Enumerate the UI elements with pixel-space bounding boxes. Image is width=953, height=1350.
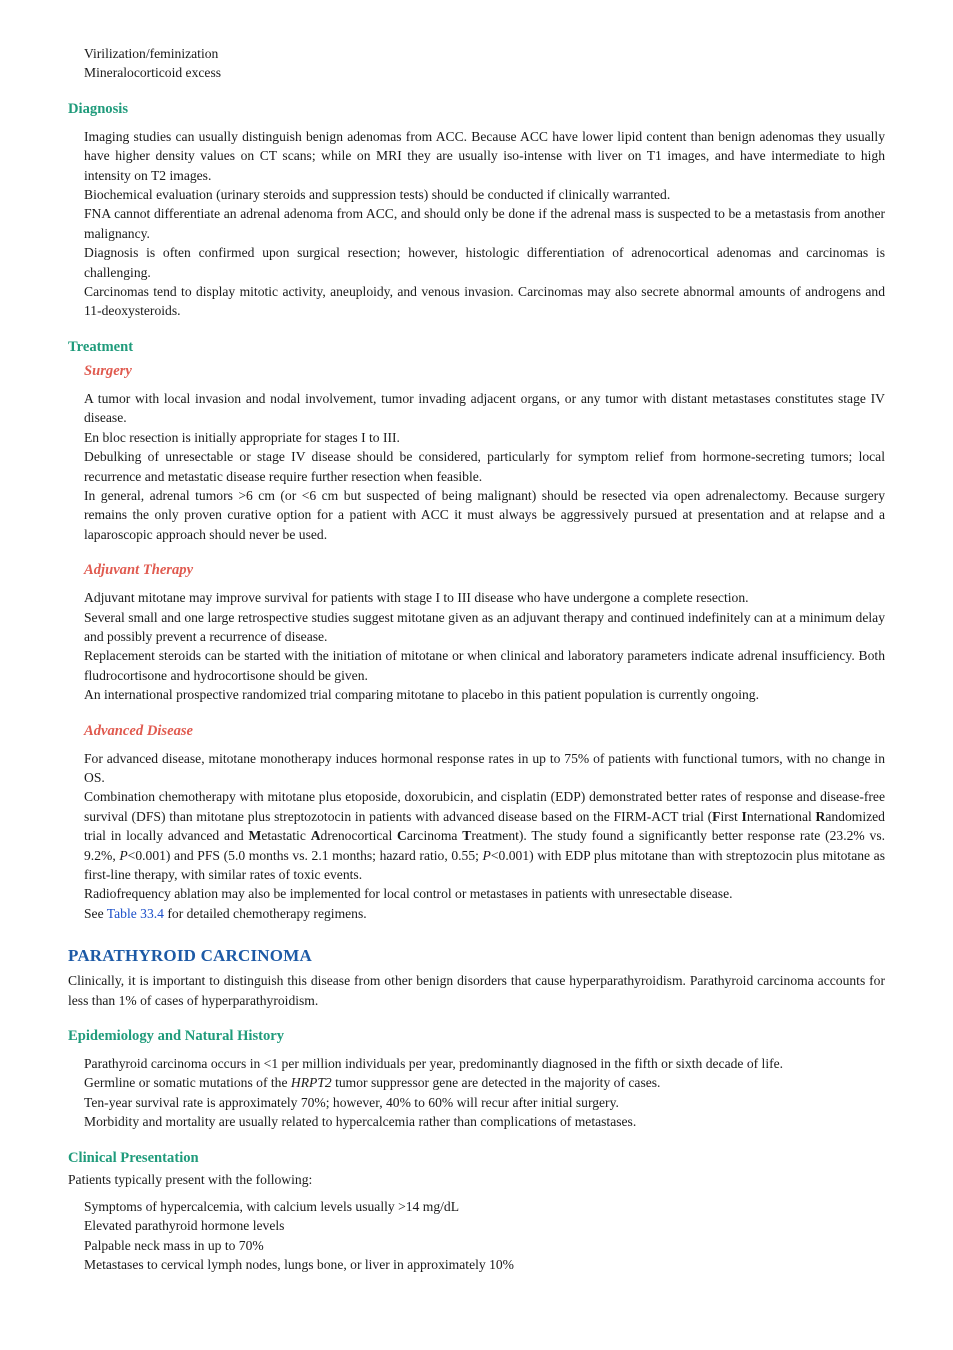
- acronym-letter: T: [462, 828, 472, 844]
- chapter-heading-parathyroid-carcinoma: PARATHYROID CARCINOMA: [68, 946, 312, 966]
- text-run: See: [84, 905, 107, 921]
- subsection-heading-surgery: Surgery: [84, 362, 132, 379]
- acronym-letter: M: [248, 828, 262, 844]
- text-run: nternational: [746, 808, 816, 824]
- list-item: Elevated parathyroid hormone levels: [84, 1218, 285, 1234]
- list-item: In general, adrenal tumors >6 cm (or <6 …: [84, 487, 885, 542]
- list-item: An international prospective randomized …: [84, 687, 759, 703]
- table-link[interactable]: Table 33.4: [106, 905, 164, 921]
- section-heading-epidemiology: Epidemiology and Natural History: [68, 1028, 285, 1045]
- list-item: Carcinomas tend to display mitotic activ…: [84, 284, 885, 319]
- list-item: Germline or somatic mutations of the HRP…: [68, 1073, 885, 1092]
- list-item: Mineralocorticoid excess: [84, 65, 222, 81]
- text-run: arcinoma: [406, 828, 463, 844]
- intro-paragraph: Clinically, it is important to distingui…: [68, 973, 885, 1008]
- list-item: Combination chemotherapy with mitotane p…: [68, 787, 885, 884]
- subsection-heading-adjuvant-therapy: Adjuvant Therapy: [84, 562, 194, 579]
- list-item: Symptoms of hypercalcemia, with calcium …: [84, 1199, 459, 1215]
- gene-name: HRPT2: [290, 1075, 332, 1091]
- list-item: Imaging studies can usually distinguish …: [84, 128, 885, 183]
- list-item: Debulking of unresectable or stage IV di…: [84, 449, 885, 484]
- text-run: reatment). The study found a significant…: [84, 828, 886, 863]
- acronym-letter: I: [741, 808, 747, 824]
- text-run: irst: [720, 808, 742, 824]
- section-heading-clinical-presentation: Clinical Presentation: [68, 1149, 199, 1166]
- list-item: FNA cannot differentiate an adrenal aden…: [84, 206, 885, 241]
- acronym-letter: C: [397, 828, 407, 844]
- intro-paragraph: Patients typically present with the foll…: [68, 1171, 313, 1187]
- text-run: andomized trial in locally advanced and: [84, 808, 885, 844]
- text-run: drenocortical: [320, 828, 398, 844]
- text-run: <0.001) and PFS (5.0 months vs. 2.1 mont…: [127, 847, 483, 863]
- subsection-heading-advanced-disease: Advanced Disease: [84, 722, 194, 739]
- list-item: Adjuvant mitotane may improve survival f…: [84, 590, 749, 606]
- text-run: <0.001) with EDP plus mitotane than with…: [84, 847, 885, 882]
- list-item: Several small and one large retrospectiv…: [84, 609, 885, 644]
- list-item: See Table 33.4 for detailed chemotherapy…: [68, 904, 885, 923]
- list-item: Morbidity and mortality are usually rela…: [84, 1114, 637, 1130]
- list-item: Virilization/feminization: [84, 46, 219, 61]
- list-item: Replacement steroids can be started with…: [84, 648, 885, 683]
- list-item: Palpable neck mass in up to 70%: [84, 1237, 264, 1253]
- list-item: Biochemical evaluation (urinary steroids…: [84, 187, 671, 203]
- text-run: tumor suppressor gene are detected in th…: [331, 1075, 661, 1091]
- list-item: En bloc resection is initially appropria…: [84, 429, 400, 445]
- text-run: Germline or somatic mutations of the: [84, 1075, 291, 1091]
- list-item: Metastases to cervical lymph nodes, lung…: [84, 1257, 514, 1273]
- list-item: Diagnosis is often confirmed upon surgic…: [84, 245, 885, 280]
- p-value-symbol: P: [482, 847, 491, 863]
- list-item: A tumor with local invasion and nodal in…: [84, 390, 885, 426]
- text-run: Combination chemotherapy with mitotane p…: [84, 789, 885, 824]
- text-run: for detailed chemotherapy regimens.: [163, 905, 367, 921]
- acronym-letter: R: [815, 808, 826, 824]
- list-item: Ten-year survival rate is approximately …: [84, 1094, 619, 1110]
- acronym-letter: A: [310, 828, 321, 844]
- list-item: Radiofrequency ablation may also be impl…: [84, 886, 733, 902]
- section-heading-diagnosis: Diagnosis: [68, 100, 129, 117]
- p-value-symbol: P: [119, 847, 128, 863]
- text-run: etastatic: [261, 828, 311, 844]
- section-heading-treatment: Treatment: [68, 338, 134, 355]
- list-item: Parathyroid carcinoma occurs in <1 per m…: [84, 1056, 784, 1072]
- list-item: For advanced disease, mitotane monothera…: [84, 750, 885, 785]
- acronym-letter: F: [712, 808, 721, 824]
